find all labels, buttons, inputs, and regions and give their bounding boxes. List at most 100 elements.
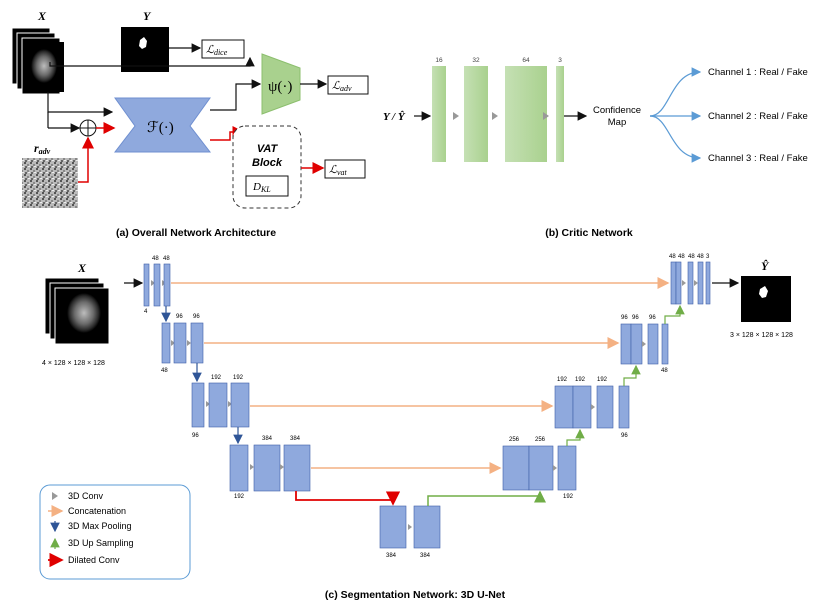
conv-icon [187,340,191,346]
dec1-top-5: 3 [706,254,710,260]
loss-dice-box [201,39,245,59]
enc1-top-1: 48 [152,256,159,262]
dec1-block-1 [670,261,677,305]
r-adv-label: radv [34,141,51,156]
critic-layer-3-label: 64 [522,57,530,64]
conv-icon [280,464,284,470]
dec1-block-4 [697,261,704,305]
confidence-map-1: Confidence [593,105,641,116]
unet-output-image [741,276,791,322]
enc2-block-1 [173,322,187,364]
overall-architecture: X Y ℒdice radv ℱ(·) [11,9,369,239]
critic-output-2: Channel 2 : Real / Fake [708,111,808,122]
critic-layer-2 [464,66,488,162]
label-y-mask [139,37,147,49]
dec1-top-1: 48 [669,254,676,260]
legend-item-dilated: Dilated Conv [68,555,120,565]
conv-icon [591,404,595,410]
dec1-block-2 [675,261,682,305]
caption-c: (c) Segmentation Network: 3D U-Net [325,589,506,601]
confidence-map-2: Map [608,117,626,128]
bottleneck-block-2 [413,505,441,549]
enc2-top-2: 96 [193,314,200,320]
enc4-input-block [229,444,249,492]
unet-input-x: X [77,261,87,275]
dec2-block-2 [630,323,643,365]
unet-input-stack [44,277,110,345]
bottleneck-bottom-2: 384 [420,553,431,559]
enc1-top-2: 48 [163,256,170,262]
legend-item-pool: 3D Max Pooling [68,521,132,531]
legend-item-conv: 3D Conv [68,491,104,501]
critic-layer-2-label: 32 [472,57,480,64]
psi-block-label: ψ(·) [268,79,292,95]
bottleneck-block-1 [379,505,407,549]
conv-icon [543,112,549,120]
conv-icon [206,401,210,407]
loss-vat: ℒvat [329,164,347,177]
critic-layer-1 [432,66,446,162]
loss-dice: ℒdice [206,44,228,57]
f-block [113,97,212,153]
critic-input-label: Y / Ŷ [383,111,406,123]
critic-layer-4 [556,66,564,162]
enc3-top-1: 192 [211,375,222,381]
enc1-block-2 [163,263,171,307]
dec2-block-1 [620,323,632,365]
dec2-bottom: 48 [661,368,668,374]
enc4-bottom: 192 [234,494,245,500]
conv-icon [228,401,232,407]
upsample-arrow-4 [664,304,685,324]
unet-output-mask [759,286,768,298]
enc2-block-2 [190,322,204,364]
dkl-label: DKL [252,181,271,194]
upsample-arrow-3 [623,364,641,386]
label-y-image [121,27,169,72]
critic-layer-1-label: 16 [435,57,443,64]
dec3-block-2 [572,385,592,429]
dec2-block-4 [661,323,669,365]
conv-icon [642,341,646,347]
dec1-block-3 [687,261,694,305]
label-y: Y [143,9,152,23]
dec4-block-1 [502,445,530,491]
critic-output-3: Channel 3 : Real / Fake [708,153,808,164]
dec1-block-5 [705,261,711,305]
dec4-bottom: 192 [563,494,574,500]
conv-icon [408,524,412,530]
legend-conv-icon [52,492,58,500]
enc4-block-1 [253,444,281,492]
legend: 3D Conv Concatenation 3D Max Pooling 3D … [39,484,191,580]
dec2-top-3: 96 [649,315,656,321]
conv-icon [453,112,459,120]
enc3-block-2 [230,382,250,428]
loss-vat-box [324,159,366,179]
dec1-top-4: 48 [697,254,704,260]
unet-output-dims: 3 × 128 × 128 × 128 [730,332,793,339]
dec3-block-4 [618,385,630,429]
dec4-block-3 [557,445,577,491]
upsample-arrow-1 [427,490,546,506]
enc3-bottom: 96 [192,433,199,439]
conv-icon [250,464,254,470]
dec2-top-2: 96 [632,315,639,321]
unet-input-dims: 4 × 128 × 128 × 128 [42,360,105,367]
critic-output-1: Channel 1 : Real / Fake [708,67,808,78]
enc1-in: 4 [144,309,148,315]
dec2-block-3 [647,323,659,365]
f-block-label: ℱ(·) [147,120,174,136]
conv-icon [553,465,557,471]
dec3-top-2: 192 [575,377,586,383]
unet: X 4 × 128 × 128 × 128 4 48 48 48 96 96 [42,254,793,601]
loss-adv: ℒadv [332,80,352,93]
input-x-stack [11,27,64,95]
critic-network: Y / Ŷ 16 32 64 3 Confidence Map Channel … [383,57,808,239]
r-adv-noise [22,158,78,208]
enc4-block-2 [283,444,311,492]
upsample-arrow-2 [566,428,585,446]
vat-title-1: VAT [257,143,279,155]
dec3-top-1: 192 [557,377,568,383]
critic-layer-3 [505,66,547,162]
